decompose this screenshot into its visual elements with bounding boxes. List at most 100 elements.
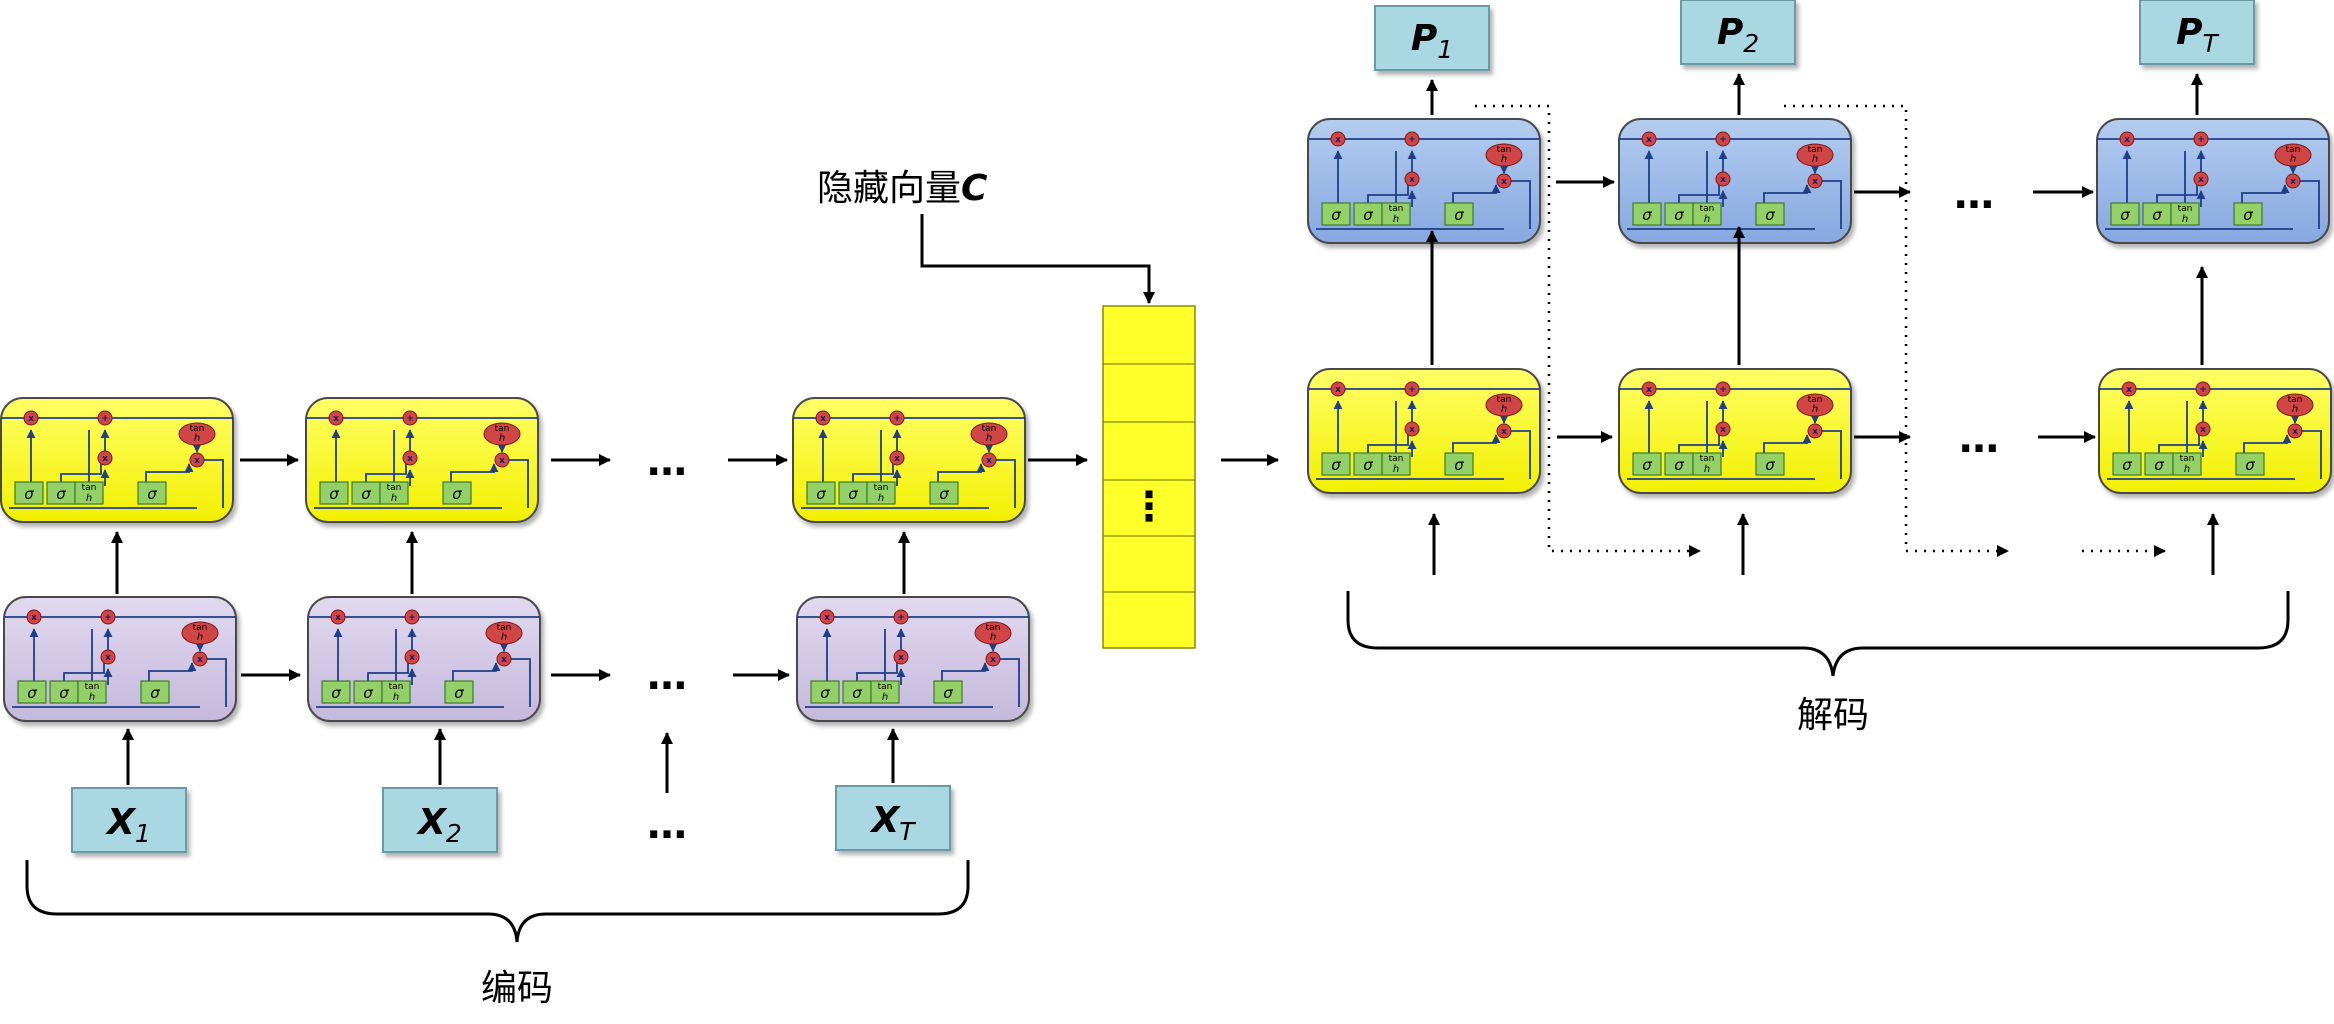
gate-box [137,481,167,505]
tanh-node [1485,393,1523,417]
sigma-gate: σ [1642,456,1652,474]
sigma-gate: σ [939,485,949,503]
tanh-node-bottom: h [194,433,200,444]
gate-box [1692,452,1722,476]
output-box-p2 [1680,0,1796,65]
tanh-node [2274,143,2312,167]
gate-box [14,481,44,505]
sigma-gate: σ [820,684,830,702]
ellipsis-dec-top: … [1954,172,1994,218]
input-box-x2 [382,787,498,853]
tanh-node [1485,143,1523,167]
input-label-x2: X2 [416,802,462,848]
add-node [889,410,905,426]
tanh-node [483,422,521,446]
tanh-gate-bottom: h [1704,214,1710,225]
output-mult-node [981,452,997,468]
tanh-gate-top: tan [874,483,889,493]
gate-box [1692,202,1722,226]
forget-mult-node [1330,131,1346,147]
tanh-gate-bottom: h [882,692,888,703]
input-label-x1: X1 [105,802,151,848]
output-mult-node [494,452,510,468]
input-mult-node [1404,421,1420,437]
sigma-gate: σ [452,485,462,503]
sigma-gate: σ [1331,206,1341,224]
hidden-vector: ⋮ [1102,305,1196,649]
dotted-feedback-1 [1475,104,1701,557]
sigma-gate: σ [56,485,66,503]
forget-mult-node-sym: x [1646,385,1652,395]
forget-mult-node [815,410,831,426]
gate-box [321,680,351,704]
tanh-node-bottom: h [2290,154,2296,165]
tanh-node-top: tan [982,424,997,434]
gate-box [1444,202,1474,226]
forget-mult-node-sym: x [1646,135,1652,145]
gate-box [1755,202,1785,226]
tanh-gate-top: tan [389,682,404,692]
output-mult-node [1807,423,1823,439]
gate-box [1632,202,1662,226]
input-mult-node [2195,421,2211,437]
add-node-sym: + [104,613,112,623]
forget-mult-node-sym: x [333,414,339,424]
output-mult-node [189,452,205,468]
add-node [402,410,418,426]
add-node-sym: + [2199,385,2207,395]
forget-mult-node [328,410,344,426]
forget-mult-node [1641,131,1657,147]
add-node-sym: + [1408,135,1416,145]
input-mult-node-sym: x [407,454,413,464]
tanh-node-top: tan [1497,145,1512,155]
output-mult-node-sym: x [986,456,992,466]
input-mult-node-sym: x [898,653,904,663]
tanh-gate-top: tan [82,483,97,493]
forget-mult-node-sym: x [1335,135,1341,145]
tanh-node-bottom: h [1501,154,1507,165]
tanh-node-top: tan [1497,395,1512,405]
forget-mult-node-sym: x [2126,385,2132,395]
tanh-node-bottom: h [2292,404,2298,415]
gate-box [1444,452,1474,476]
tanh-node-top: tan [1808,145,1823,155]
tanh-gate-top: tan [2180,454,2195,464]
tanh-gate-top: tan [1389,454,1404,464]
output-label-pt: PT [2176,12,2219,58]
output-mult-node [985,651,1001,667]
hidden-vector-label: 隐藏向量C [817,168,988,209]
sigma-gate: σ [59,684,69,702]
gate-box [17,680,47,704]
forget-mult-node-sym: x [28,414,34,424]
tanh-node-top: tan [193,623,208,633]
sigma-gate: σ [848,485,858,503]
gate-box [810,680,840,704]
gate-box [2233,202,2263,226]
tanh-node [178,422,216,446]
gate-box [1321,202,1351,226]
sigma-gate: σ [816,485,826,503]
output-mult-node-sym: x [1812,177,1818,187]
input-mult-node [404,649,420,665]
ellipsis-enc-input: … [647,802,687,848]
tanh-node-bottom: h [1812,404,1818,415]
sigma-gate: σ [361,485,371,503]
tanh-gate-bottom: h [1393,214,1399,225]
output-box-pt [2139,0,2255,65]
forget-mult-node-sym: x [824,613,830,623]
hidden-vector-pointer [920,214,1155,304]
input-mult-node [889,450,905,466]
tanh-gate-bottom: h [89,692,95,703]
output-mult-node-sym: x [990,655,996,665]
forget-mult-node [26,609,42,625]
tanh-node-bottom: h [1812,154,1818,165]
forget-mult-node [330,609,346,625]
